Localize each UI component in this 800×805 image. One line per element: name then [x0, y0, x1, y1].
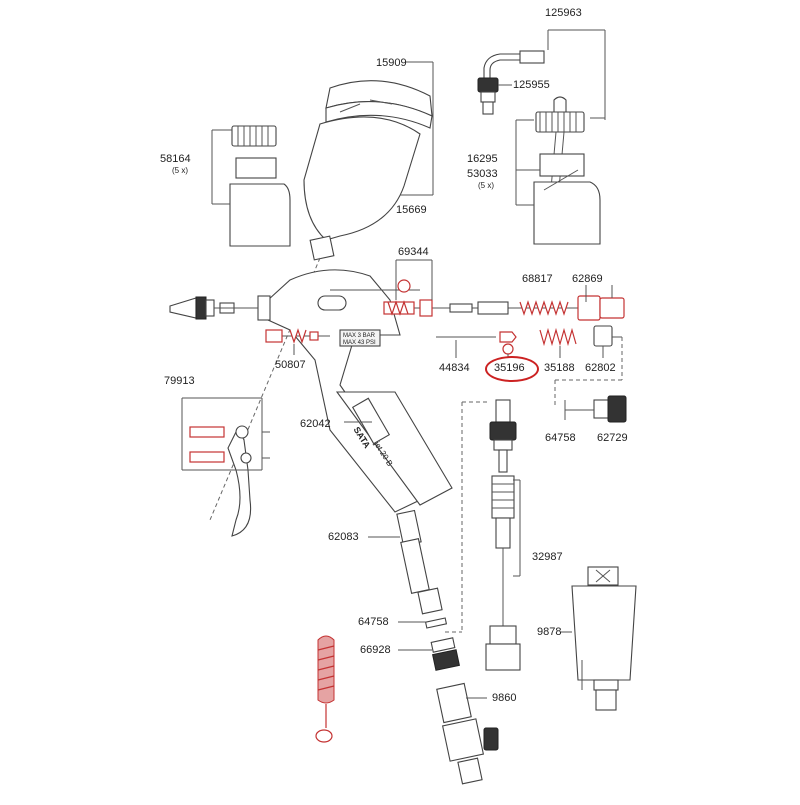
part-label-68817: 68817: [522, 273, 553, 285]
part-label-79913: 79913: [164, 375, 195, 387]
bracket-15909: [400, 61, 434, 196]
part-label-53033: 53033: [467, 168, 498, 180]
bracket-58164: [211, 129, 232, 205]
part-label-125963: 125963: [545, 7, 582, 19]
bottle-58164-part: [229, 125, 291, 247]
highlight-circle-35196: [485, 356, 539, 382]
handle-extension-parts: [396, 509, 499, 785]
part-label-125955: 125955: [513, 79, 550, 91]
angled-tube-part: [477, 50, 545, 115]
part-label-69344: 69344: [398, 246, 429, 258]
part-label-32987: 32987: [532, 551, 563, 563]
bracket-125963: [498, 29, 606, 120]
bottle-with-lid-part: [533, 96, 601, 245]
bracket-16295: [515, 119, 534, 206]
cleaning-brush-part: [315, 635, 335, 743]
leader-lines-row2: [293, 337, 623, 408]
part-label-9860: 9860: [492, 692, 517, 704]
part-label-62802: 62802: [585, 362, 616, 374]
part-label-16295: 16295: [467, 153, 498, 165]
adjustment-knob-part: [564, 395, 627, 423]
needle-spring-assembly-top: [383, 279, 625, 321]
needle-spring-assembly-bottom: [265, 325, 622, 355]
air-connector-column: [445, 399, 521, 671]
pressure-regulator-part: [560, 566, 637, 711]
part-label-35188: 35188: [544, 362, 575, 374]
part-label-58164: 58164: [160, 153, 191, 165]
part-label-62042: 62042: [300, 418, 331, 430]
part-label-50807: 50807: [275, 359, 306, 371]
part-label-62083: 62083: [328, 531, 359, 543]
cup-axis-line: [209, 257, 321, 521]
part-label-9878: 9878: [537, 626, 562, 638]
part-label-64758-handle: 64758: [358, 616, 389, 628]
part-label-15909: 15909: [376, 57, 407, 69]
quantity-note-58164: (5 x): [172, 166, 188, 175]
part-label-66928: 66928: [360, 644, 391, 656]
leader-lines-misc: [516, 169, 613, 302]
bracket-69344: [395, 259, 433, 300]
quantity-note-53033: (5 x): [478, 181, 494, 190]
pressure-plate-line1: MAX 3 BAR: [343, 333, 376, 339]
gravity-cup-part: [303, 80, 433, 261]
part-label-64758-knob: 64758: [545, 432, 576, 444]
pressure-plate-line2: MAX 43 PSI: [343, 340, 376, 346]
trigger-part: [181, 397, 270, 537]
part-label-44834: 44834: [439, 362, 470, 374]
leader-lines-handle: [344, 421, 487, 699]
part-label-62869: 62869: [572, 273, 603, 285]
part-label-62729: 62729: [597, 432, 628, 444]
part-label-15669: 15669: [396, 204, 427, 216]
air-cap-nozzle-part: [169, 295, 271, 321]
